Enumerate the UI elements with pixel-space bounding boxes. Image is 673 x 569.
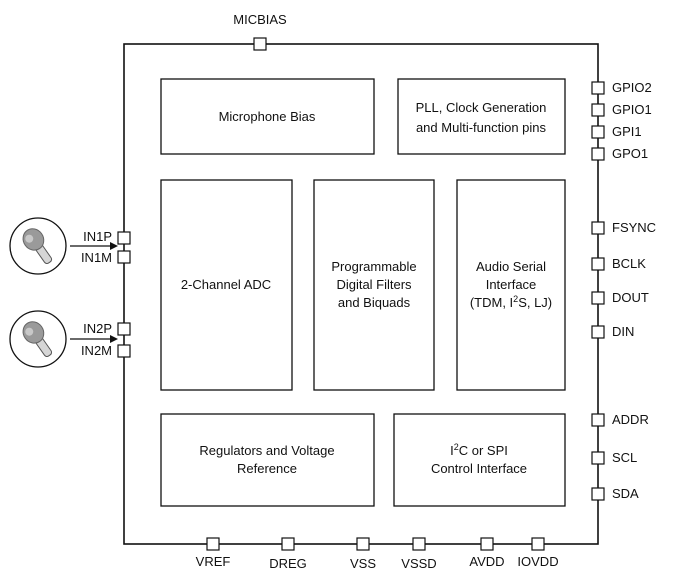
- pin-in2p: [117, 322, 131, 336]
- pin-label-scl: SCL: [612, 450, 637, 465]
- pin-label-gpio2: GPIO2: [612, 80, 652, 95]
- pin-label-vssd: VSSD: [401, 556, 436, 569]
- pin-vss: [356, 537, 370, 551]
- pin-label-sda: SDA: [612, 486, 639, 501]
- pin-sda: [591, 487, 605, 501]
- block-label-filters-3: and Biquads: [338, 295, 411, 310]
- block-label-adc: 2-Channel ADC: [181, 277, 271, 292]
- pin-iovdd: [531, 537, 545, 551]
- block-label-control-2: Control Interface: [431, 461, 527, 476]
- microphone-icon: [9, 310, 67, 368]
- block-pll: [397, 78, 566, 155]
- pin-label-in1p: IN1P: [83, 229, 112, 244]
- pin-in2m: [117, 344, 131, 358]
- block-label-regulators-1: Regulators and Voltage: [199, 443, 334, 458]
- block-filters: [313, 179, 435, 391]
- input-pair-1: IN1P IN1M: [70, 229, 131, 265]
- pin-label-dout: DOUT: [612, 290, 649, 305]
- pin-din: [591, 325, 605, 339]
- pin-label-avdd: AVDD: [469, 554, 504, 569]
- pin-gpio2: [591, 81, 605, 95]
- pin-gpi1: [591, 125, 605, 139]
- pin-in1m: [117, 250, 131, 264]
- right-pins: GPIO2 GPIO1 GPI1 GPO1 FSYNC BCLK DOUT DI…: [591, 80, 656, 501]
- block-adc: [160, 179, 293, 391]
- pin-label-vref: VREF: [196, 554, 231, 569]
- pin-micbias: [253, 37, 267, 51]
- in2-arrow: [110, 335, 118, 343]
- pin-label-iovdd: IOVDD: [517, 554, 558, 569]
- microphone-icon: [9, 217, 67, 275]
- pin-dreg: [281, 537, 295, 551]
- block-control-interface: [393, 413, 566, 507]
- block-label-control-1: I2C or SPI: [450, 442, 508, 458]
- block-label-asi-3: (TDM, I2S, LJ): [470, 294, 552, 310]
- pin-label-din: DIN: [612, 324, 634, 339]
- block-label-pll-1: PLL, Clock Generation: [416, 100, 547, 115]
- input-pair-2: IN2P IN2M: [70, 321, 131, 358]
- pin-label-addr: ADDR: [612, 412, 649, 427]
- pin-vref: [206, 537, 220, 551]
- pin-gpio1: [591, 103, 605, 117]
- pin-dout: [591, 291, 605, 305]
- block-regulators: [160, 413, 375, 507]
- bottom-pins: VREF DREG VSS VSSD AVDD IOVDD: [196, 537, 559, 569]
- in1-arrow: [110, 242, 118, 250]
- block-label-filters-2: Digital Filters: [336, 277, 412, 292]
- pin-label-gpio1: GPIO1: [612, 102, 652, 117]
- block-label-microphone-bias: Microphone Bias: [219, 109, 316, 124]
- block-label-asi-2: Interface: [486, 277, 537, 292]
- pin-label-dreg: DREG: [269, 556, 307, 569]
- pin-bclk: [591, 257, 605, 271]
- pin-label-bclk: BCLK: [612, 256, 646, 271]
- block-label-asi-1: Audio Serial: [476, 259, 546, 274]
- block-label-pll-2: and Multi-function pins: [416, 120, 547, 135]
- pin-label-in1m: IN1M: [81, 250, 112, 265]
- pin-label-vss: VSS: [350, 556, 376, 569]
- pin-label-in2p: IN2P: [83, 321, 112, 336]
- pin-fsync: [591, 221, 605, 235]
- pin-avdd: [480, 537, 494, 551]
- pin-label-in2m: IN2M: [81, 343, 112, 358]
- block-microphone-bias: [160, 78, 375, 155]
- pin-label-gpo1: GPO1: [612, 146, 648, 161]
- pin-addr: [591, 413, 605, 427]
- pin-gpo1: [591, 147, 605, 161]
- pin-label-gpi1: GPI1: [612, 124, 642, 139]
- pin-scl: [591, 451, 605, 465]
- pin-vssd: [412, 537, 426, 551]
- pin-in1p: [117, 231, 131, 245]
- pin-label-fsync: FSYNC: [612, 220, 656, 235]
- block-audio-serial-interface: [456, 179, 566, 391]
- block-label-filters-1: Programmable: [331, 259, 416, 274]
- pin-label-micbias: MICBIAS: [233, 12, 287, 27]
- block-label-regulators-2: Reference: [237, 461, 297, 476]
